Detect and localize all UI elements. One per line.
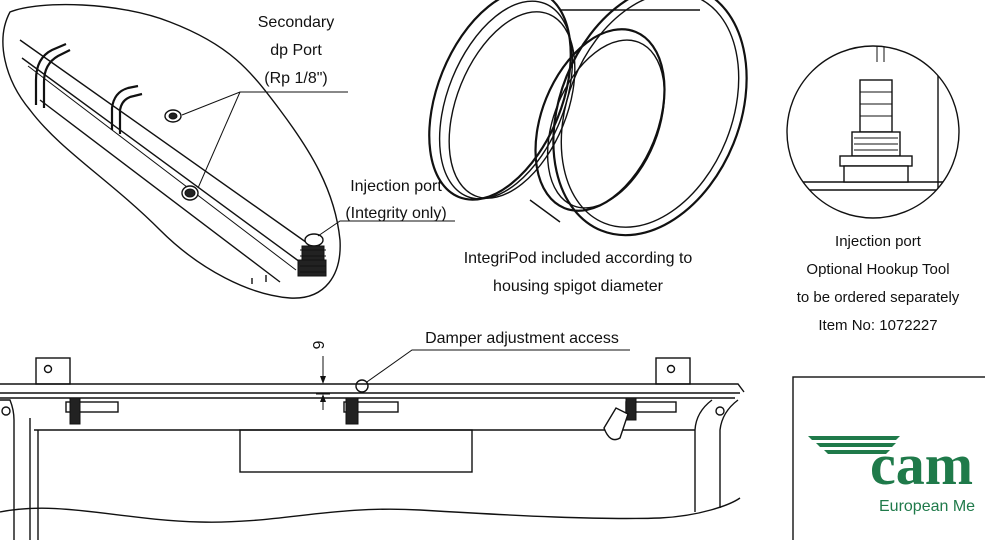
dimension-label: 6 <box>309 341 326 350</box>
hookup-label-line4: Item No: 1072227 <box>818 317 937 334</box>
damper-label: Damper adjustment access <box>425 330 619 347</box>
clamp-center <box>343 397 399 425</box>
integripod-ring <box>428 0 748 237</box>
hookup-label-line3: to be ordered separately <box>797 289 960 306</box>
injection-port-label-line2: (Integrity only) <box>345 205 446 222</box>
logo-wordmark: cam <box>870 432 973 497</box>
secondary-port-label-line3: (Rp 1/8") <box>264 70 327 87</box>
hookup-label-line1: Injection port <box>835 233 922 250</box>
integripod-label-line1: IntegriPod included according to <box>464 250 693 267</box>
secondary-port-label-line1: Secondary <box>258 14 335 31</box>
lower-port-fitting <box>181 185 199 201</box>
injection-port-fitting <box>297 233 327 277</box>
clamp-left <box>1 397 119 425</box>
secondary-port-fitting <box>164 109 182 123</box>
injection-port-label-line1: Injection port <box>350 178 442 195</box>
integripod-label-line2: housing spigot diameter <box>493 278 664 295</box>
clamp-right <box>603 397 725 441</box>
hookup-label-line2: Optional Hookup Tool <box>806 261 949 278</box>
logo-subtitle: European Me <box>879 498 975 515</box>
housing-front-view <box>0 357 745 540</box>
damper-access-marker <box>355 379 369 393</box>
detail-circle-hookup <box>786 45 960 219</box>
detail-bubble-ports <box>2 3 455 299</box>
company-logo: cam European Me <box>792 376 985 540</box>
secondary-port-label-line2: dp Port <box>270 42 322 59</box>
